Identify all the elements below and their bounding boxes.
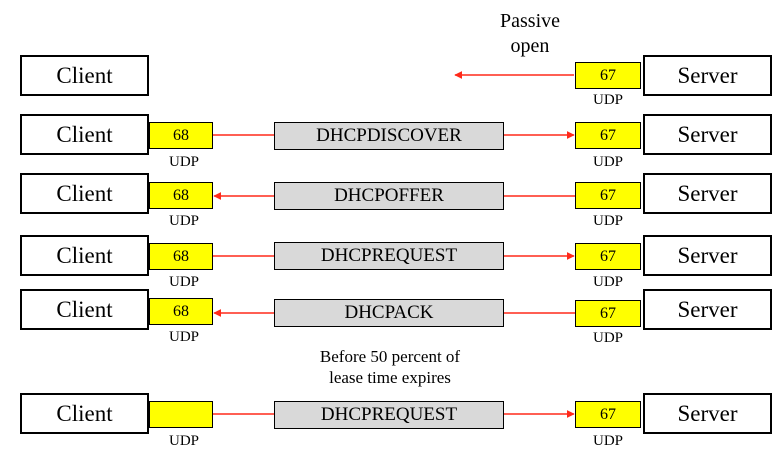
client-label: Client: [56, 180, 113, 206]
server-label: Server: [677, 296, 738, 322]
renewal-note-line2: lease time expires: [329, 368, 451, 387]
client-box-passive: Client: [20, 55, 149, 96]
message-discover: DHCPDISCOVER: [274, 122, 504, 150]
message-request: DHCPREQUEST: [274, 242, 504, 270]
message-offer: DHCPOFFER: [274, 182, 504, 210]
client-port-renew: [149, 401, 213, 428]
renewal-note: Before 50 percent of lease time expires: [260, 346, 520, 388]
client-box-request: Client: [20, 235, 149, 276]
client-port-label: 68: [173, 186, 189, 204]
server-label: Server: [677, 62, 738, 88]
server-udp-renew: UDP: [592, 433, 623, 449]
client-udp-renew: UDP: [168, 433, 199, 449]
server-port-renew: 67: [575, 401, 641, 428]
client-port-ack: 68: [149, 298, 213, 325]
server-label: Server: [677, 180, 738, 206]
client-port-label: 68: [173, 247, 189, 265]
server-box-request: Server: [643, 235, 772, 276]
renewal-note-line1: Before 50 percent of: [319, 347, 461, 366]
passive-open-note: Passive open: [470, 9, 590, 59]
server-port-label: 67: [600, 304, 616, 322]
server-box-renew: Server: [643, 393, 772, 434]
client-box-offer: Client: [20, 173, 149, 214]
client-label: Client: [56, 296, 113, 322]
server-box-ack: Server: [643, 289, 772, 330]
client-label: Client: [56, 62, 113, 88]
client-label: Client: [56, 400, 113, 426]
server-udp-passive: UDP: [592, 92, 623, 108]
server-port-offer: 67: [575, 182, 641, 209]
client-label: Client: [56, 242, 113, 268]
client-udp-offer: UDP: [168, 213, 199, 229]
server-port-label: 67: [600, 247, 616, 265]
client-port-label: 68: [173, 126, 189, 144]
message-renew: DHCPREQUEST: [274, 401, 504, 429]
server-port-label: 67: [600, 66, 616, 84]
server-udp-request: UDP: [592, 274, 623, 290]
message-ack: DHCPACK: [274, 299, 504, 327]
server-udp-offer: UDP: [592, 213, 623, 229]
server-port-ack: 67: [575, 300, 641, 327]
passive-open-line1: Passive: [500, 10, 560, 32]
client-box-ack: Client: [20, 289, 149, 330]
message-offer-label: DHCPOFFER: [334, 185, 444, 206]
client-port-request: 68: [149, 243, 213, 270]
server-port-request: 67: [575, 243, 641, 270]
client-label: Client: [56, 121, 113, 147]
client-udp-request: UDP: [168, 274, 199, 290]
client-udp-discover: UDP: [168, 154, 199, 170]
server-box-passive: Server: [643, 55, 772, 96]
passive-open-line2: open: [510, 35, 550, 57]
server-udp-discover: UDP: [592, 154, 623, 170]
client-port-label: 68: [173, 302, 189, 320]
message-renew-label: DHCPREQUEST: [320, 404, 458, 425]
server-port-label: 67: [600, 405, 616, 423]
server-port-label: 67: [600, 126, 616, 144]
client-box-renew: Client: [20, 393, 149, 434]
client-udp-ack: UDP: [168, 329, 199, 345]
message-ack-label: DHCPACK: [344, 302, 434, 323]
client-port-offer: 68: [149, 182, 213, 209]
server-udp-ack: UDP: [592, 330, 623, 346]
message-discover-label: DHCPDISCOVER: [316, 125, 462, 146]
server-label: Server: [677, 242, 738, 268]
server-label: Server: [677, 121, 738, 147]
client-box-discover: Client: [20, 114, 149, 155]
server-box-discover: Server: [643, 114, 772, 155]
server-port-passive: 67: [575, 62, 641, 89]
client-port-discover: 68: [149, 122, 213, 149]
server-port-discover: 67: [575, 122, 641, 149]
server-port-label: 67: [600, 186, 616, 204]
server-box-offer: Server: [643, 173, 772, 214]
server-label: Server: [677, 400, 738, 426]
message-request-label: DHCPREQUEST: [320, 245, 458, 266]
